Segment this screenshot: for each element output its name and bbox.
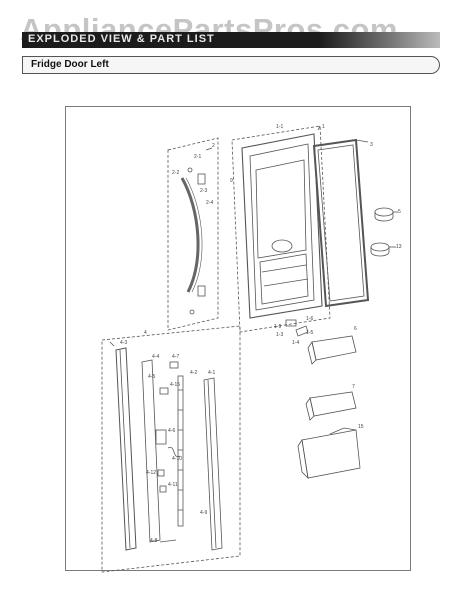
callout-4-12: 4-12 xyxy=(146,470,157,476)
callout-2-2: 2-2 xyxy=(172,170,180,176)
part-4-8 xyxy=(159,539,177,543)
strip-part-4-3 xyxy=(115,347,137,551)
handle-group-outline xyxy=(167,137,219,331)
callout-2-3: 2-3 xyxy=(200,188,208,194)
callout-9: 9 xyxy=(230,178,233,184)
callout-7: 7 xyxy=(352,384,355,390)
callout-2: 2 xyxy=(212,143,215,149)
callout-4-11: 4-11 xyxy=(168,482,178,488)
header-stripe xyxy=(320,32,440,48)
callout-4: 4 xyxy=(144,330,147,336)
part-4-11 xyxy=(159,485,167,493)
strip-part-4-4 xyxy=(141,359,161,543)
callout-4-5: 4-5 xyxy=(148,374,156,380)
callout-4-7: 4-7 xyxy=(172,354,180,360)
part-4-12 xyxy=(157,469,165,477)
door-gasket xyxy=(312,138,370,308)
callout-2-4: 2-4 xyxy=(206,200,214,206)
callout-2-1: 2-1 xyxy=(194,154,202,160)
door-panel xyxy=(241,133,323,319)
diagram-frame xyxy=(65,106,411,571)
callout-3: 3 xyxy=(370,142,373,148)
door-bin-part-7 xyxy=(309,391,357,417)
callout-4-6: 4-6 xyxy=(168,428,176,434)
handle-bracket-bottom xyxy=(197,285,206,297)
wire-4-10 xyxy=(167,446,181,458)
door-bin-part-15 xyxy=(301,429,361,479)
callout-4-2: 4-2 xyxy=(190,370,198,376)
section-tab: Fridge Door Left xyxy=(22,56,440,74)
callout-1-1: 1-1 xyxy=(276,124,284,130)
callout-1-9: 1-9 xyxy=(274,324,282,330)
callout-4-10: 4-10 xyxy=(172,456,183,462)
section-title: Fridge Door Left xyxy=(31,59,109,70)
callout-1-4: 1-4 xyxy=(292,340,300,346)
door-assembly-outline xyxy=(231,125,331,333)
header-title: EXPLODED VIEW & PART LIST xyxy=(28,33,215,45)
cap-part-5 xyxy=(374,207,394,217)
callout-15: 15 xyxy=(358,424,364,430)
cap-part-13 xyxy=(370,242,390,252)
callout-4-15: 4-15 xyxy=(170,382,181,388)
strip-part-4-1 xyxy=(203,377,223,551)
door-cap-group-outline xyxy=(101,325,241,573)
header-bar: EXPLODED VIEW & PART LIST xyxy=(22,32,440,48)
callout-4-1: 4-1 xyxy=(208,370,216,376)
callout-4-8: 4-8 xyxy=(150,538,158,544)
callout-4-9: 4-9 xyxy=(200,510,208,516)
handle-bracket-top xyxy=(197,173,206,185)
callout-4-3: 4-3 xyxy=(120,340,128,346)
callout-5: 5 xyxy=(398,209,401,215)
callout-1-3: 1-3 xyxy=(276,332,284,338)
door-bin-part-6 xyxy=(311,335,357,361)
part-4-6 xyxy=(155,429,167,445)
part-4-7 xyxy=(169,361,179,369)
callout-1-6: 1-6 xyxy=(306,316,314,322)
part-4-2 xyxy=(177,375,184,527)
part-4-15 xyxy=(159,387,169,395)
callout-1: 1 xyxy=(322,124,325,130)
callout-13: 13 xyxy=(396,244,402,250)
door-handle xyxy=(180,177,200,293)
hinge-part xyxy=(285,319,297,327)
callout-4-4: 4-4 xyxy=(152,354,160,360)
callout-1-5: 1-5 xyxy=(306,330,314,336)
callout-6: 6 xyxy=(354,326,357,332)
